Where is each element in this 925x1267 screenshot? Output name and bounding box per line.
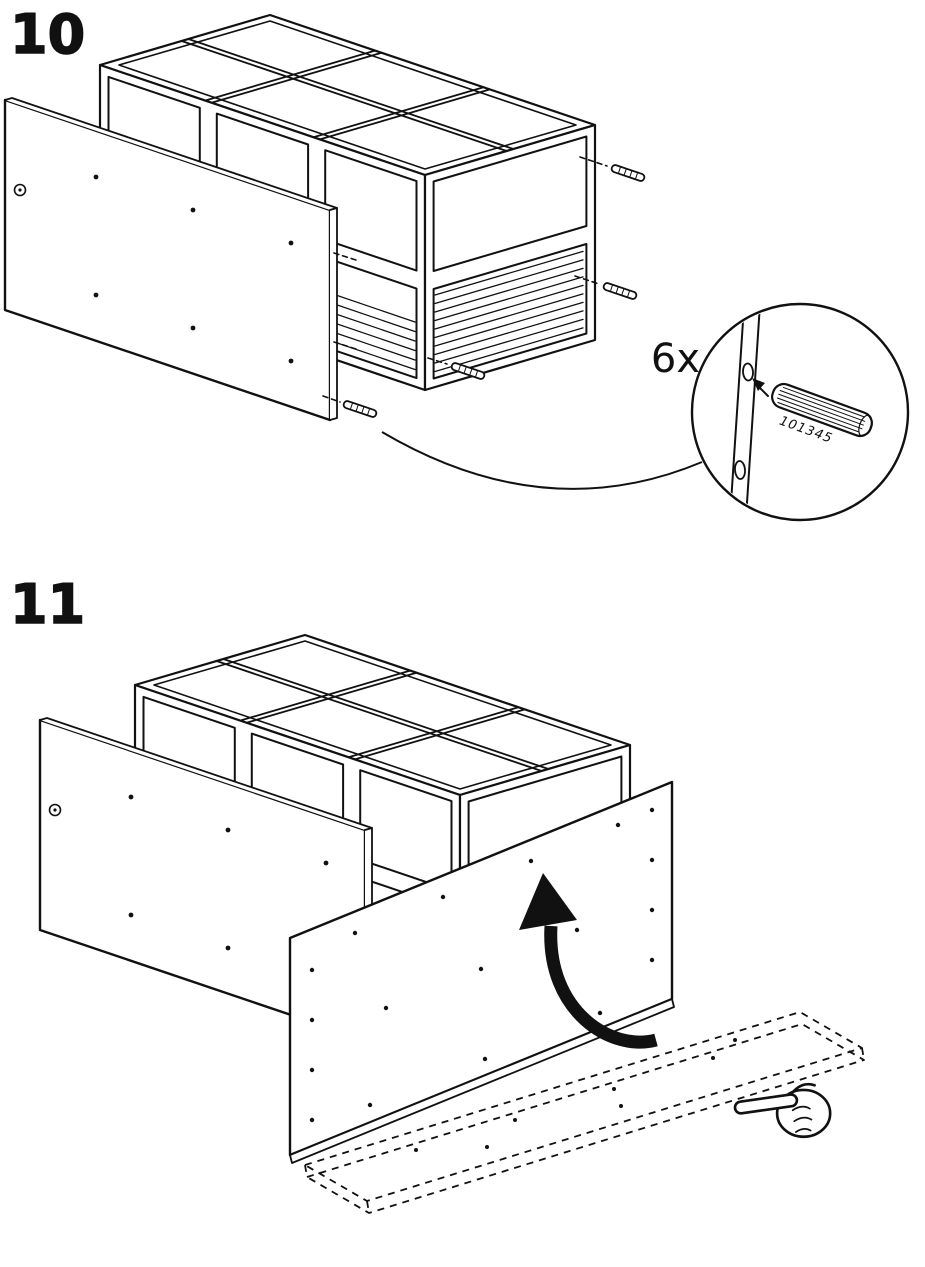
quantity-label: 6x (651, 336, 700, 382)
cam-lock-hole (13, 183, 27, 197)
rotation-arrow-icon (519, 873, 658, 1049)
step-11-number: 11 (9, 573, 86, 636)
dowel-hole (742, 362, 754, 382)
panel-hole-dots (93, 174, 294, 364)
panel-edge-detail (729, 306, 761, 518)
panel-hole-dots (414, 1038, 737, 1152)
top-grid-dividers (215, 658, 550, 772)
step-10-illustration: 101345 6x (3, 13, 910, 522)
step-11-illustration (38, 633, 865, 1214)
step-10-number: 10 (9, 3, 86, 66)
detail-leader-line (381, 431, 703, 490)
ground-panel-outline (304, 1011, 865, 1214)
cam-lock-hole (48, 803, 62, 817)
panel-hole-dots (309, 807, 655, 1123)
dowel-pins (322, 156, 646, 418)
dowel-icon (342, 400, 378, 418)
back-panel-illustration (288, 780, 675, 1164)
pointing-hand-icon (733, 1082, 832, 1139)
dowel-icon (610, 164, 646, 182)
dowel-hole (734, 460, 746, 480)
insert-arrowhead (752, 378, 765, 391)
top-grid-dividers (180, 38, 515, 152)
dowel-leader-lines (322, 156, 608, 403)
end-open-cells (432, 135, 588, 380)
side-panel-illustration (3, 97, 338, 422)
dowel-icon (602, 282, 638, 300)
dowel-detail-icon: 101345 (771, 382, 873, 447)
detail-callout: 101345 (690, 302, 910, 522)
dowel-icon (450, 362, 486, 380)
